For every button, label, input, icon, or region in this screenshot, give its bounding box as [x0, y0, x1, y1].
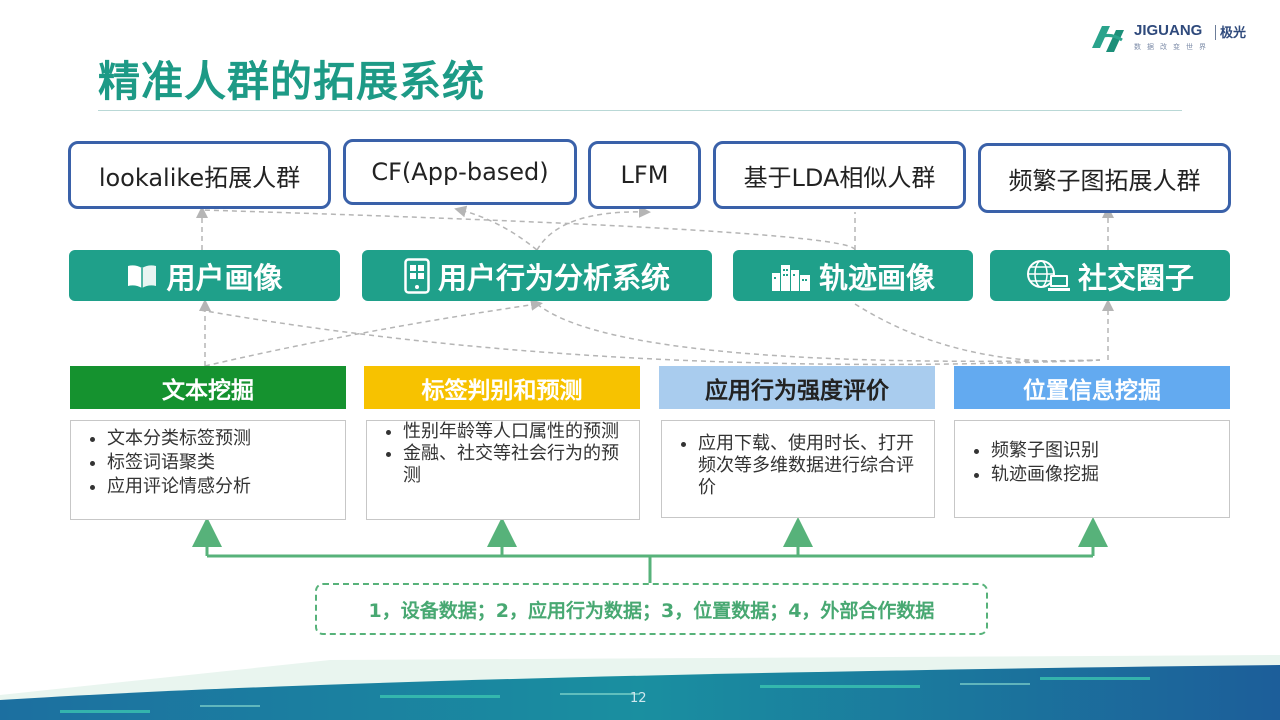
method-cf-app-based: CF(App-based): [343, 139, 577, 205]
list-item: 频繁子图识别: [991, 439, 1219, 463]
pill-trajectory-profile: 轨迹画像: [733, 250, 973, 301]
method-lookalike: lookalike拓展人群: [68, 141, 331, 209]
jiguang-logo-icon: [1092, 26, 1124, 52]
logo-separator: [1215, 25, 1216, 40]
category-app-behavior-items: 应用下载、使用时长、打开频次等多维数据进行综合评价: [661, 420, 935, 518]
logo-wordmark: JIGUANG: [1134, 22, 1203, 39]
pill-label: 轨迹画像: [818, 260, 935, 295]
category-tag-prediction-items: 性别年龄等人口属性的预测 金融、社交等社会行为的预测: [366, 420, 640, 520]
category-tag-prediction: 标签判别和预测: [364, 366, 640, 409]
pill-user-profile: 用户画像: [69, 250, 340, 301]
book-icon: [128, 264, 157, 288]
city-buildings-icon: [771, 264, 810, 291]
list-item: 金融、社交等社会行为的预测: [403, 443, 629, 487]
category-app-behavior-strength: 应用行为强度评价: [659, 366, 935, 409]
logo-tagline: 数据改变世界: [1134, 43, 1212, 51]
method-lda-similar: 基于LDA相似人群: [713, 141, 966, 209]
footer-decoration: [0, 655, 1280, 720]
method-frequent-subgraph: 频繁子图拓展人群: [978, 143, 1231, 213]
category-text-mining: 文本挖掘: [70, 366, 346, 409]
pill-label: 用户行为分析系统: [437, 260, 670, 295]
phone-app-icon: [404, 257, 430, 294]
category-location-items: 频繁子图识别 轨迹画像挖掘: [954, 420, 1230, 518]
pill-user-behavior: 用户行为分析系统: [362, 250, 712, 301]
method-lfm: LFM: [588, 141, 701, 209]
page-number: 12: [630, 691, 647, 706]
list-item: 文本分类标签预测: [107, 427, 335, 451]
logo-chinese-name: 极光: [1220, 26, 1247, 41]
pill-label: 社交圈子: [1077, 260, 1194, 295]
pill-label: 用户画像: [166, 260, 283, 295]
category-text-mining-items: 文本分类标签预测 标签词语聚类 应用评论情感分析: [70, 420, 346, 520]
list-item: 标签词语聚类: [107, 451, 335, 475]
category-location-mining: 位置信息挖掘: [954, 366, 1230, 409]
list-item: 应用评论情感分析: [107, 475, 335, 499]
list-item: 轨迹画像挖掘: [991, 463, 1219, 487]
data-sources-box: 1，设备数据；2，应用行为数据；3，位置数据；4，外部合作数据: [315, 583, 988, 635]
list-item: 性别年龄等人口属性的预测: [403, 421, 629, 443]
page-title: 精准人群的拓展系统: [98, 57, 486, 106]
title-divider: [98, 110, 1182, 111]
pill-social-circle: 社交圈子: [990, 250, 1230, 301]
globe-computer-icon: [1026, 259, 1070, 291]
list-item: 应用下载、使用时长、打开频次等多维数据进行综合评价: [698, 433, 924, 499]
